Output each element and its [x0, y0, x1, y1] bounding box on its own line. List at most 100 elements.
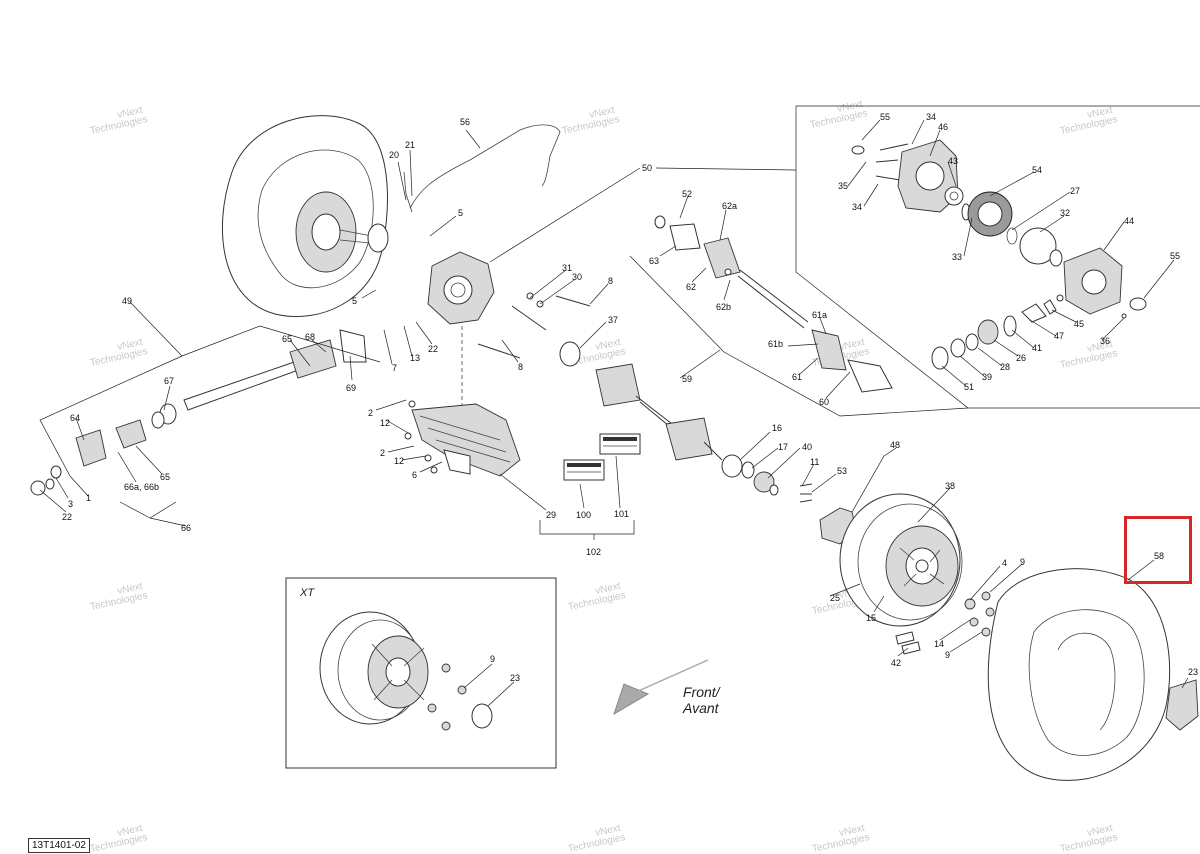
callout-12: 12: [394, 456, 404, 466]
callout-69: 69: [346, 383, 356, 393]
watermark-line1: vNext: [116, 823, 144, 839]
callout-22: 22: [62, 512, 72, 522]
callout-65: 65: [160, 472, 170, 482]
callout-34: 34: [926, 112, 936, 122]
callout-62: 62: [686, 282, 696, 292]
callout-38: 38: [945, 481, 955, 491]
watermark-line1: vNext: [1086, 339, 1114, 355]
callout-52: 52: [682, 189, 692, 199]
callout-68: 68: [305, 332, 315, 342]
front-direction-arrow-icon: [613, 659, 709, 716]
watermark-line1: vNext: [116, 337, 144, 353]
callout-16: 16: [772, 423, 782, 433]
callout-64: 64: [70, 413, 80, 423]
callout-labels: 20 21 56 5 5 50 52 62a 63 62 62b 31 30 8…: [62, 112, 1198, 683]
rear-tire-assembly: [222, 115, 389, 318]
watermark-line1: vNext: [1086, 823, 1114, 839]
callout-61a: 61a: [812, 310, 827, 320]
callout-59: 59: [682, 374, 692, 384]
callout-23: 23: [510, 673, 520, 683]
callout-39: 39: [982, 372, 992, 382]
callout-9: 9: [945, 650, 950, 660]
callout-63: 63: [649, 256, 659, 266]
callout-7: 7: [392, 363, 397, 373]
callout-31: 31: [562, 263, 572, 273]
callout-62a: 62a: [722, 201, 737, 211]
callout-53: 53: [837, 466, 847, 476]
callout-15: 15: [866, 613, 876, 623]
xt-inset-label: XT: [299, 587, 315, 599]
watermark-line1: vNext: [838, 337, 866, 353]
callout-21: 21: [405, 140, 415, 150]
callout-30: 30: [572, 272, 582, 282]
watermark-line1: vNext: [1086, 105, 1114, 121]
callout-46: 46: [938, 122, 948, 132]
callout-47: 47: [1054, 331, 1064, 341]
wheel-nuts: [895, 591, 995, 655]
callout-32: 32: [1060, 208, 1070, 218]
callout-44: 44: [1124, 216, 1134, 226]
callout-67: 67: [164, 376, 174, 386]
callout-101: 101: [614, 509, 629, 519]
watermark-line1: vNext: [594, 337, 622, 353]
callout-48: 48: [890, 440, 900, 450]
leader-lines: [39, 119, 1189, 707]
callout-42: 42: [891, 658, 901, 668]
callout-100: 100: [576, 510, 591, 520]
callout-14: 14: [934, 639, 944, 649]
tire: [987, 568, 1171, 781]
watermark-line1: vNext: [838, 823, 866, 839]
watermark-line1: vNext: [594, 823, 622, 839]
callout-66: 66: [181, 523, 191, 533]
callout-61b: 61b: [768, 339, 783, 349]
callout-58: 58: [1154, 551, 1164, 561]
warning-labels: [563, 433, 641, 481]
rear-differential: [427, 251, 495, 426]
callout-40: 40: [802, 442, 812, 452]
diagram-code: 13T1401-02: [28, 838, 90, 853]
callout-60: 60: [819, 397, 829, 407]
callout-17: 17: [778, 442, 788, 452]
callout-25: 25: [830, 593, 840, 603]
callout-5: 5: [352, 296, 357, 306]
watermark-line1: vNext: [836, 99, 864, 115]
callout-45: 45: [1074, 319, 1084, 329]
callout-28: 28: [1000, 362, 1010, 372]
callout-9: 9: [490, 654, 495, 664]
callout-9: 9: [1020, 557, 1025, 567]
watermark-line1: vNext: [116, 581, 144, 597]
hub-cap: [1165, 679, 1199, 731]
callout-4: 4: [1002, 558, 1007, 568]
hub-bearings: [721, 454, 813, 503]
callout-20: 20: [389, 150, 399, 160]
callout-13: 13: [410, 353, 420, 363]
callout-62b: 62b: [716, 302, 731, 312]
callout-1: 1: [86, 493, 91, 503]
watermark-line1: vNext: [588, 105, 616, 121]
callout-41: 41: [1032, 343, 1042, 353]
callout-51: 51: [964, 382, 974, 392]
callout-61: 61: [792, 372, 802, 382]
callout-29: 29: [546, 510, 556, 520]
callout-26: 26: [1016, 353, 1026, 363]
cv-joint-boot: [654, 215, 893, 393]
callout-54: 54: [1032, 165, 1042, 175]
callout-49: 49: [122, 296, 132, 306]
callout-5: 5: [458, 208, 463, 218]
callout-6: 6: [412, 470, 417, 480]
callout-36: 36: [1100, 336, 1110, 346]
brake-line: [409, 124, 561, 209]
callout-23: 23: [1188, 667, 1198, 677]
callout-65: 65: [282, 334, 292, 344]
half-shaft: [595, 363, 723, 461]
callout-102: 102: [586, 547, 601, 557]
callout-22: 22: [428, 344, 438, 354]
callout-37: 37: [608, 315, 618, 325]
callout-50: 50: [642, 163, 652, 173]
callout-55: 55: [1170, 251, 1180, 261]
callout-33: 33: [952, 252, 962, 262]
callout-34: 34: [852, 202, 862, 212]
callout-8: 8: [608, 276, 613, 286]
differential-inset: [795, 105, 1200, 409]
